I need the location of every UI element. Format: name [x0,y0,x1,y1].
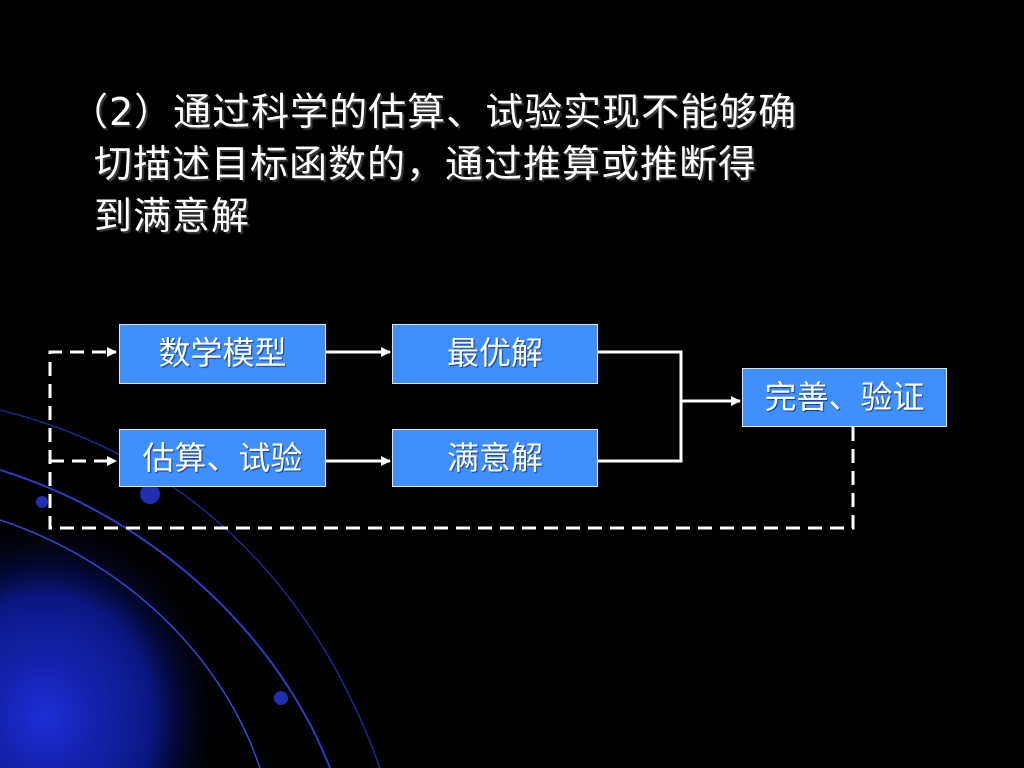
node-optimal-solution: 最优解 [392,324,598,384]
node-refine-verify: 完善、验证 [742,368,947,427]
decor-swoosh [0,430,300,768]
title-line-3: 到满意解 [94,194,251,238]
decor-arc-2 [0,519,261,768]
decor-dot-2 [36,496,48,508]
title-line-2: 切描述目标函数的，通过推算或推断得 [94,142,758,186]
node-estimate-test: 估算、试验 [119,429,326,487]
decor-dot-1 [140,484,160,504]
title-line-1: （2）通过科学的估算、试验实现不能够确 [70,90,798,134]
node-satisfactory-solution: 满意解 [392,429,598,487]
decor-arc-3 [0,409,381,768]
decor-arc-1 [0,469,331,768]
slide-title: （2）通过科学的估算、试验实现不能够确 切描述目标函数的，通过推算或推断得 到满… [70,86,970,242]
feedback-loop-dashed [48,347,855,530]
decor-dot-3 [274,691,288,705]
node-math-model: 数学模型 [119,324,326,384]
connector-optimal-merge [598,350,683,463]
